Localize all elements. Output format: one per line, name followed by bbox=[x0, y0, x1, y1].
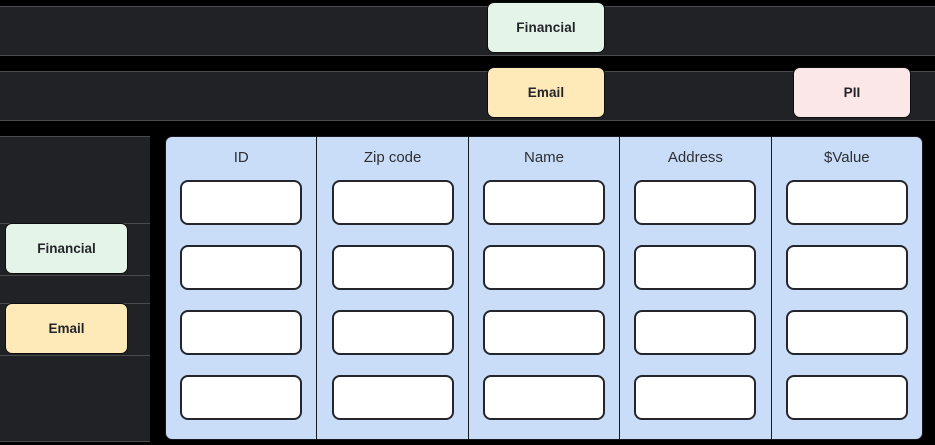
table-cell[interactable] bbox=[785, 310, 908, 355]
sidebar-chip-email[interactable]: Email bbox=[5, 303, 128, 354]
tag-badge-pii[interactable]: PII bbox=[793, 67, 911, 118]
column-header: $Value bbox=[824, 149, 870, 166]
column-header: Name bbox=[524, 149, 565, 166]
table-cell[interactable] bbox=[785, 245, 908, 290]
table-column-id: ID bbox=[165, 136, 317, 440]
sidebar-chip-financial[interactable]: Financial bbox=[5, 223, 128, 274]
column-cells bbox=[772, 180, 922, 420]
sidebar: Financial Email bbox=[0, 136, 150, 442]
table-cell[interactable] bbox=[634, 310, 757, 355]
column-cells bbox=[469, 180, 619, 420]
table-cell[interactable] bbox=[785, 375, 908, 420]
table-cell[interactable] bbox=[785, 180, 908, 225]
sidebar-divider bbox=[0, 355, 150, 356]
table-cell[interactable] bbox=[483, 245, 606, 290]
table-cell[interactable] bbox=[180, 375, 303, 420]
column-header: Zip code bbox=[363, 149, 422, 166]
table-cell[interactable] bbox=[483, 180, 606, 225]
table-cell[interactable] bbox=[331, 245, 454, 290]
table-cell[interactable] bbox=[483, 375, 606, 420]
tag-row-1: Financial bbox=[0, 2, 935, 56]
column-cells bbox=[166, 180, 316, 420]
column-header: ID bbox=[233, 149, 249, 166]
column-cells bbox=[620, 180, 770, 420]
table-cell[interactable] bbox=[634, 245, 757, 290]
table-cell[interactable] bbox=[180, 245, 303, 290]
table-cell[interactable] bbox=[331, 180, 454, 225]
table-column-name: Name bbox=[467, 136, 620, 440]
table-column-value: $Value bbox=[770, 136, 924, 440]
table-cell[interactable] bbox=[331, 375, 454, 420]
tag-badge-email[interactable]: Email bbox=[487, 67, 605, 118]
sidebar-divider bbox=[0, 275, 150, 276]
data-table: ID Zip code Name bbox=[165, 136, 924, 440]
table-cell[interactable] bbox=[331, 310, 454, 355]
table-column-address: Address bbox=[619, 136, 771, 440]
column-cells bbox=[317, 180, 467, 420]
tag-row-2: Email PII bbox=[0, 67, 935, 121]
table-column-zip-code: Zip code bbox=[316, 136, 468, 440]
tag-badge-financial[interactable]: Financial bbox=[487, 2, 605, 53]
table-cell[interactable] bbox=[483, 310, 606, 355]
table-cell[interactable] bbox=[634, 180, 757, 225]
column-header: Address bbox=[667, 149, 723, 166]
table-cell[interactable] bbox=[634, 375, 757, 420]
table-cell[interactable] bbox=[180, 310, 303, 355]
table-cell[interactable] bbox=[180, 180, 303, 225]
